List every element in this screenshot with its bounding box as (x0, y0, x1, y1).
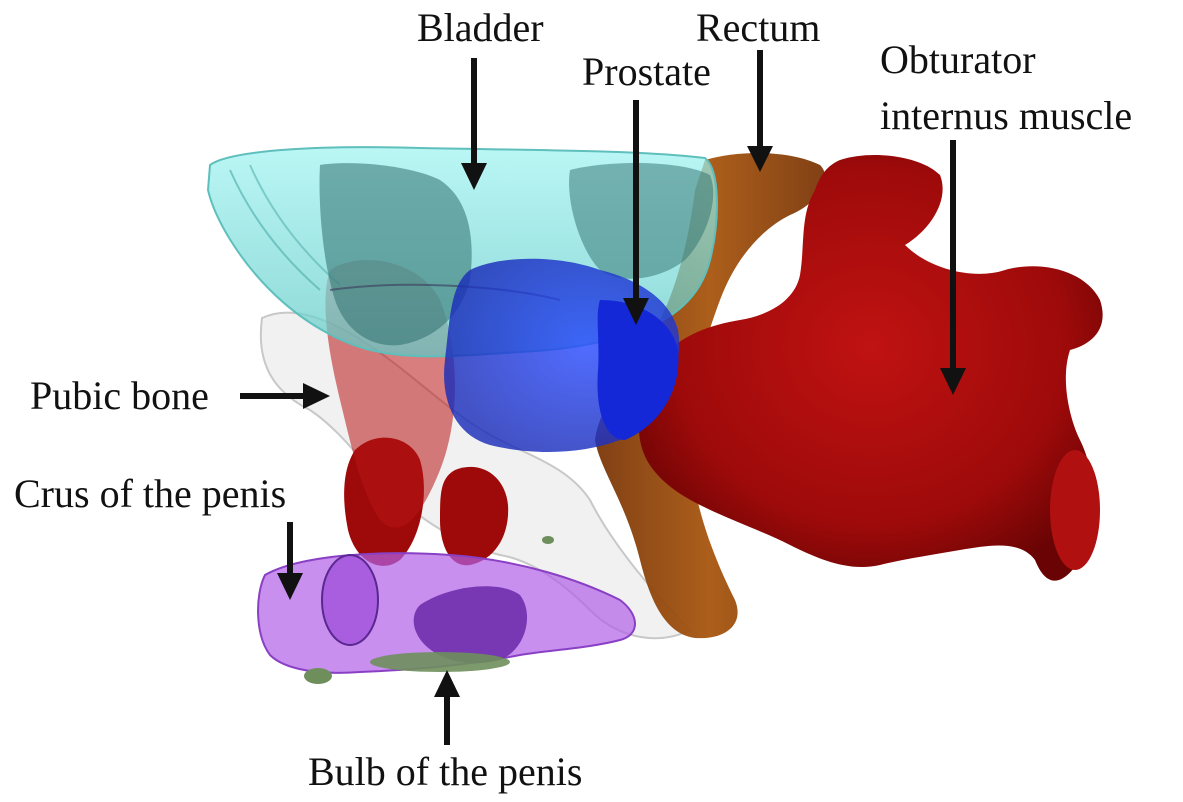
prostate-shape (444, 259, 679, 452)
pubic-bone-label: Pubic bone (30, 374, 209, 418)
rectum-label: Rectum (696, 6, 820, 50)
crus-label: Crus of the penis (14, 472, 286, 516)
bladder-label: Bladder (417, 6, 544, 50)
obturator-label-line2: internus muscle (880, 94, 1132, 138)
rectum-arrow (747, 50, 773, 172)
bladder-arrow (461, 58, 487, 190)
prostate-label: Prostate (582, 50, 711, 94)
obturator-label-line1: Obturator (880, 38, 1036, 82)
bulb-arrow (434, 670, 460, 745)
bulb-label: Bulb of the penis (308, 750, 582, 794)
